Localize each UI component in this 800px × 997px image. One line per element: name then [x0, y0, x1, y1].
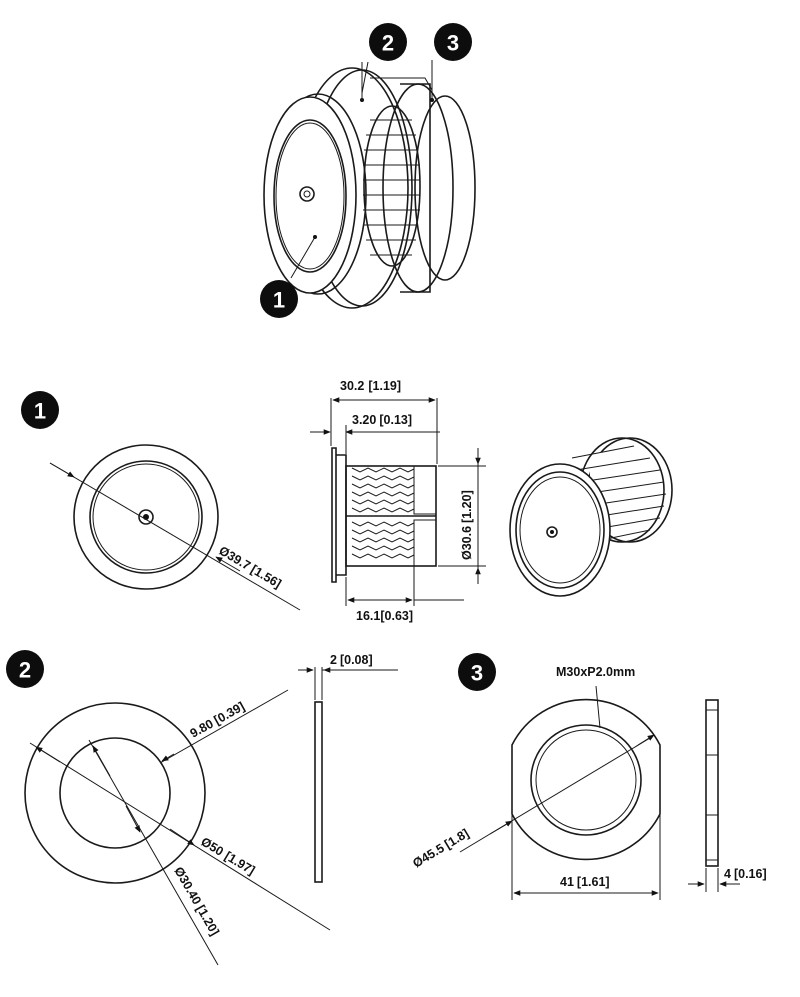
dim-part1-length: 30.2[1.19] [340, 379, 401, 393]
svg-text:2: 2 [19, 658, 31, 683]
dim-part1-thread-diameter: Ø30.6[1.20] [460, 490, 474, 560]
callout-1-top: 1 [260, 280, 298, 318]
dim-part3-thread-spec: M30xP2.0mm [556, 665, 635, 679]
dim-part3-outer-diameter: Ø45.5[1.8] [410, 826, 471, 870]
svg-text:2: 2 [382, 31, 394, 56]
part2-front-view [24, 689, 331, 966]
part3-front-view [459, 685, 661, 900]
dim-part3-across-flats: 41[1.61] [560, 875, 610, 889]
callout-3-top: 3 [434, 23, 472, 61]
dim-part1-thread-length: 16.1[0.63] [356, 609, 413, 623]
part1-isometric-view [509, 437, 673, 597]
svg-text:3: 3 [447, 31, 459, 56]
callout-1: 1 [21, 391, 59, 429]
callout-2: 2 [6, 650, 44, 688]
callout-3: 3 [458, 653, 496, 691]
part2-side-view [298, 667, 398, 883]
svg-text:1: 1 [273, 288, 285, 313]
assembly-isometric-view [263, 60, 476, 309]
part1-side-view [310, 397, 486, 606]
dim-part2-thickness: 2[0.08] [330, 653, 373, 667]
svg-text:1: 1 [34, 399, 46, 424]
part1-front-view [49, 444, 301, 611]
dim-part3-thickness: 4[0.16] [724, 867, 767, 881]
part3-side-view [688, 699, 740, 892]
dim-part2-ring-width: 9.80[0.39] [188, 699, 247, 740]
dim-part1-flange-thickness: 3.20[0.13] [352, 413, 412, 427]
svg-text:3: 3 [471, 661, 483, 686]
callout-2-top: 2 [369, 23, 407, 61]
dim-part2-outer-diameter: Ø50[1.97] [198, 835, 257, 878]
